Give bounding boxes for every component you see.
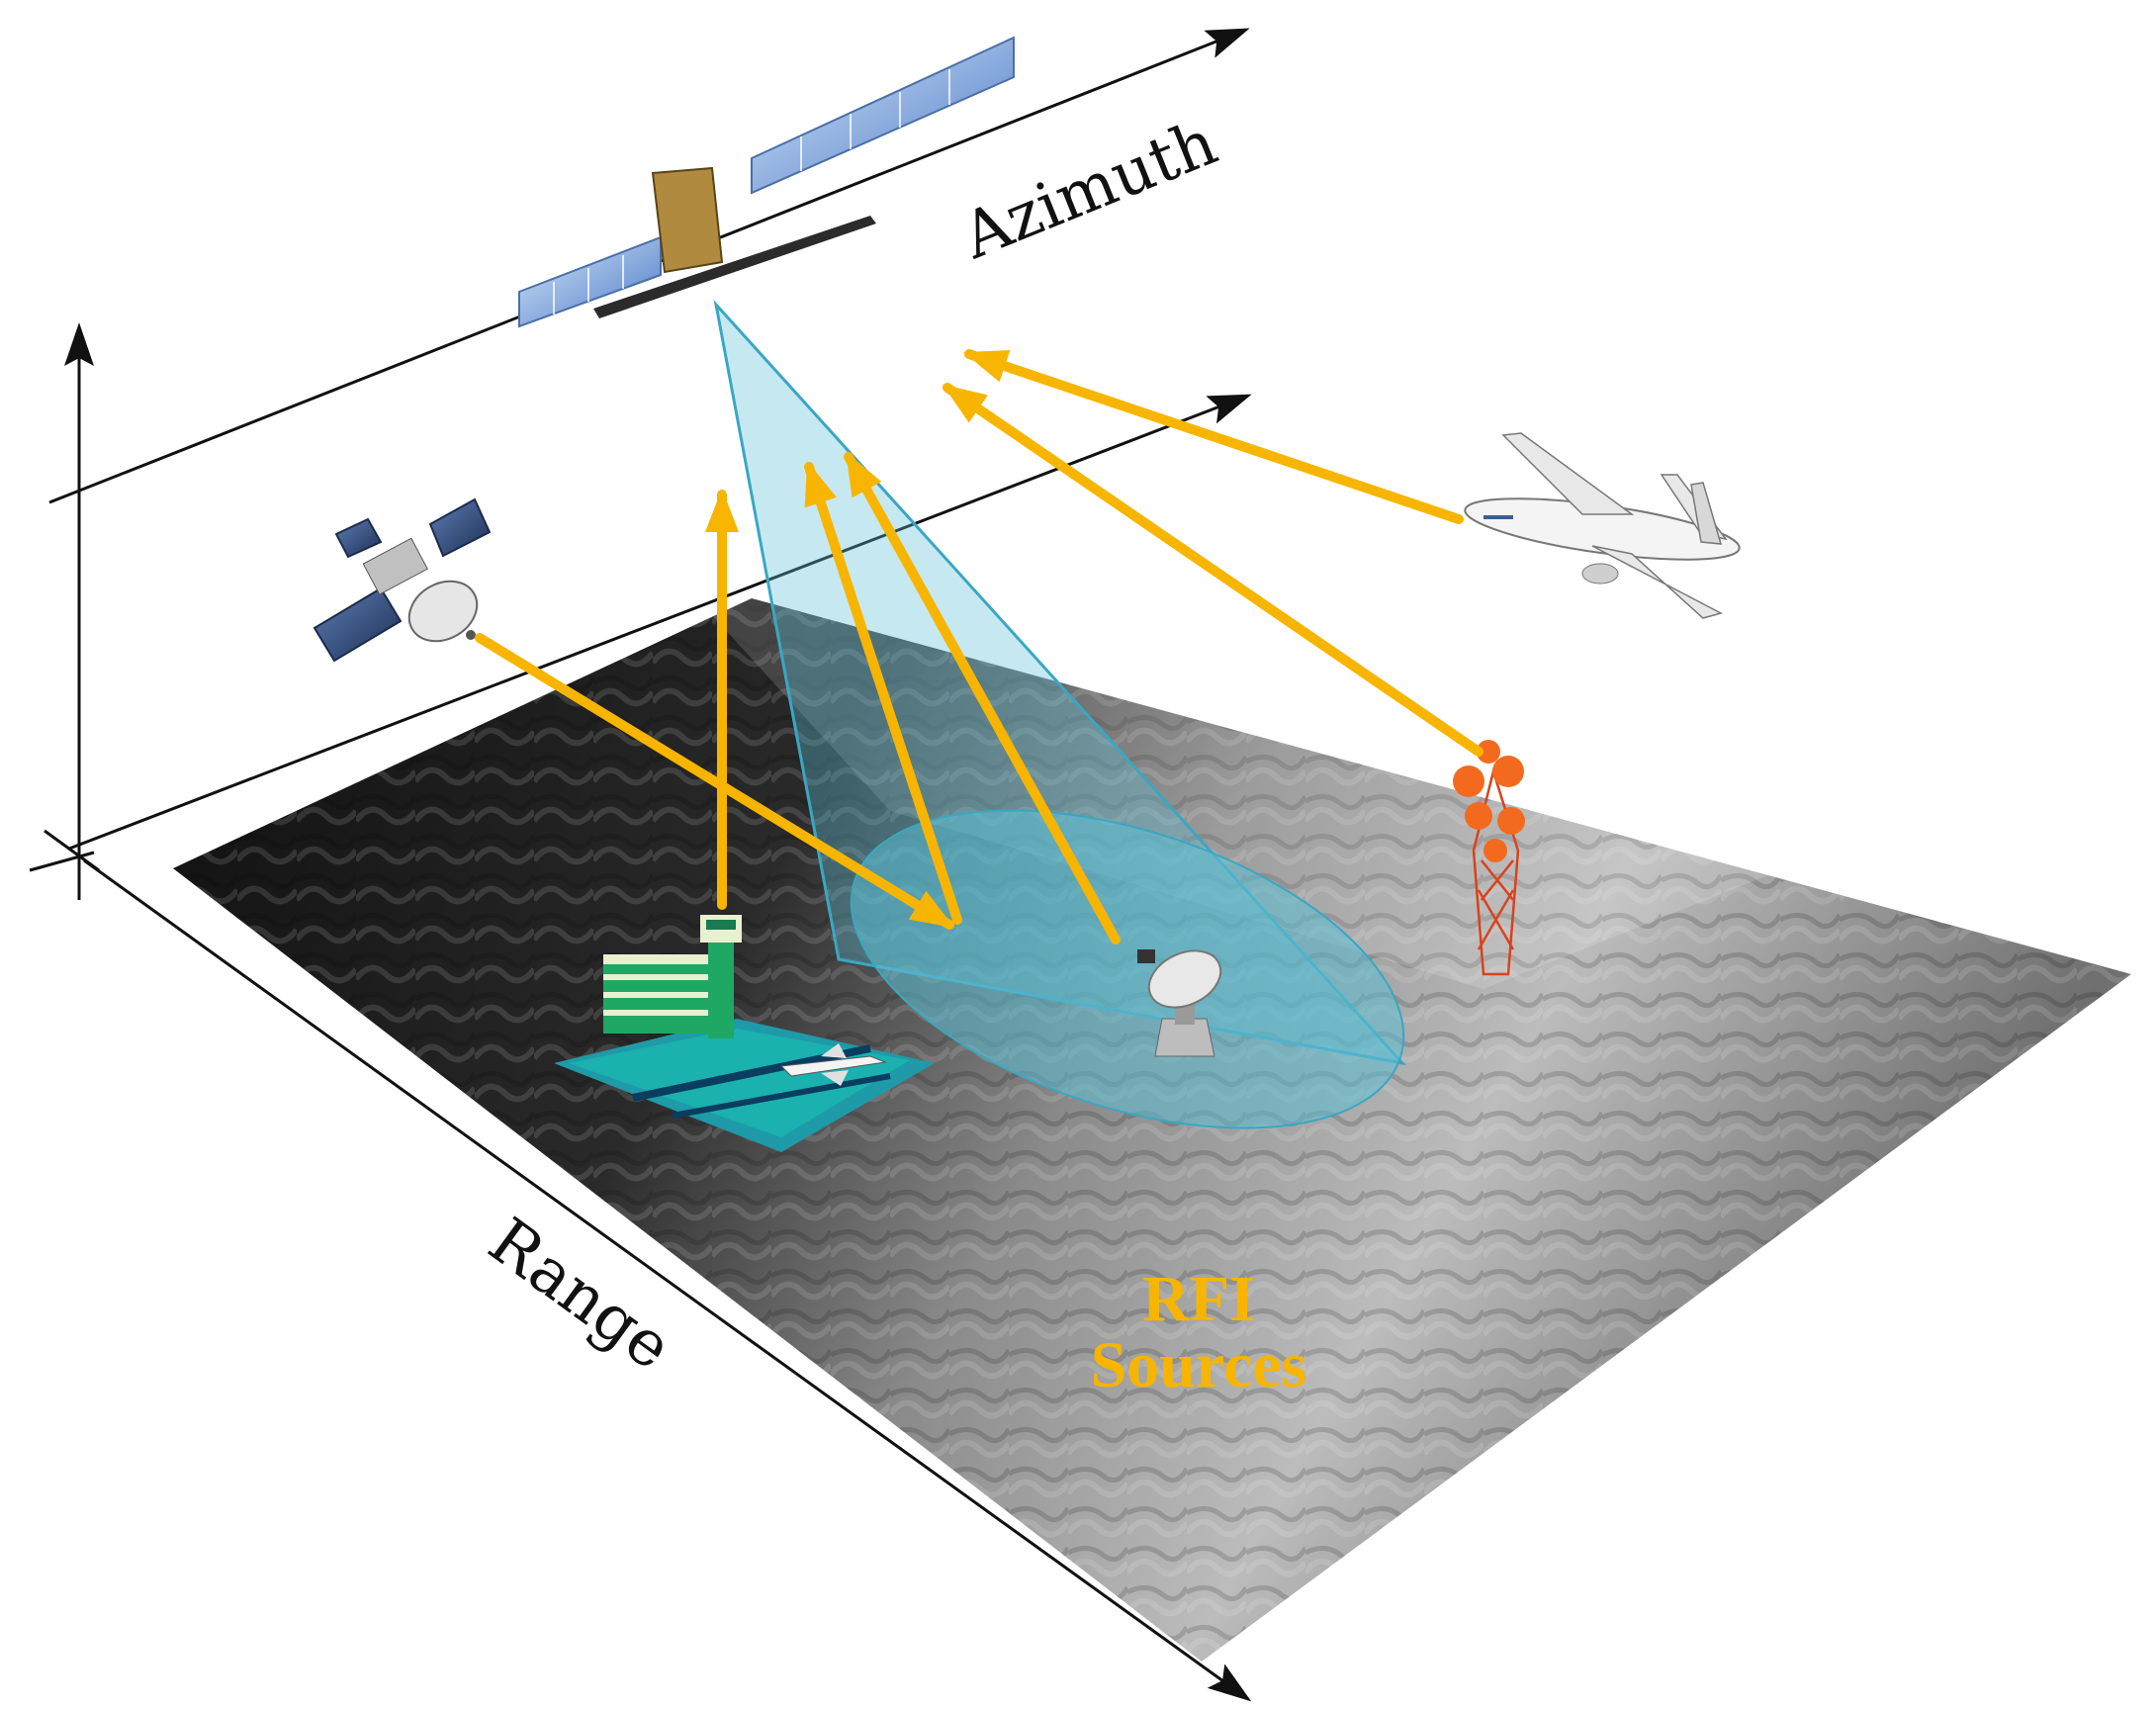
cell-tower-icon: [1453, 740, 1525, 976]
rfi-sources-label-line2: Sources: [1091, 1329, 1307, 1401]
rfi-arrows: [475, 349, 1483, 944]
rfi-arrow-airplane: [963, 349, 1464, 524]
sar-satellite-icon: [518, 36, 1015, 328]
axis-origin-tick: [29, 851, 95, 872]
rfi-arrow-bounce: [804, 461, 962, 925]
beam-footprint: [850, 809, 1405, 1129]
airport-icon: [554, 915, 935, 1152]
rfi-arrow-radar: [844, 451, 1121, 944]
communication-satellite-icon: [313, 497, 492, 663]
airplane-icon: [1464, 432, 1741, 619]
range-axis: [83, 858, 1252, 1702]
rfi-arrow-comm-sat: [475, 633, 955, 930]
radar-beam: [713, 300, 1407, 1129]
azimuth-label: Azimuth: [951, 106, 1226, 274]
azimuth-lower-line: [68, 394, 1252, 851]
rfi-arrow-tower: [943, 383, 1483, 757]
rfi-sources-label-line1: RFI: [1142, 1263, 1255, 1335]
radar-dish-icon: [1137, 949, 1222, 1057]
